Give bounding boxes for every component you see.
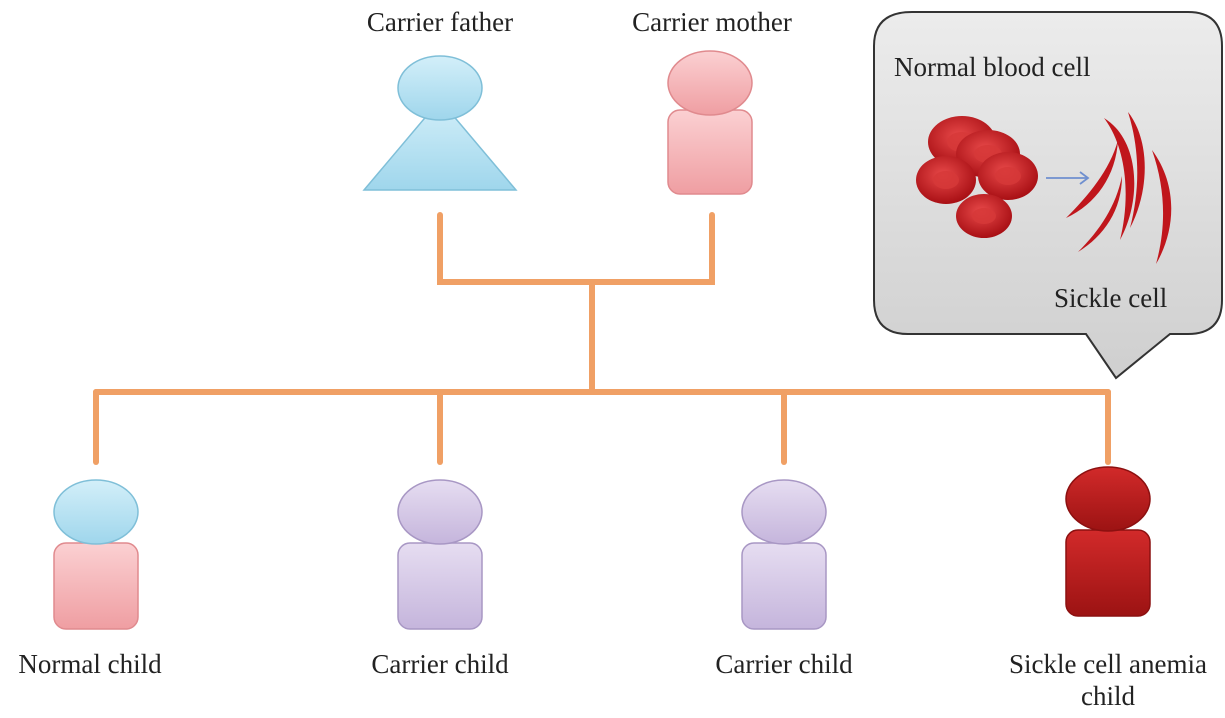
child-carrier-figure-1 [397,479,483,630]
mother-head [667,50,753,116]
child-normal-label: Normal child [18,649,162,679]
mother-figure [667,50,753,195]
child-sickle-head [1065,466,1151,532]
child-carrier-label-2: Carrier child [715,649,853,679]
child-carrier-body-1 [397,542,483,630]
child-carrier-head-2 [741,479,827,545]
child-normal-head [53,479,139,545]
normal-cells-icon [916,116,1038,238]
child-sickle-label-line2: child [1081,681,1135,711]
parent-connector [437,212,715,285]
child-carrier-figure-2 [741,479,827,630]
child-sickle-figure [1065,466,1151,617]
child-carrier-label-1: Carrier child [371,649,509,679]
callout-subtitle: Sickle cell [1054,283,1168,313]
child-carrier-head-1 [397,479,483,545]
callout-bubble [873,11,1223,380]
transform-arrow-icon [1046,171,1090,185]
father-label: Carrier father [366,7,514,37]
mother-label: Carrier mother [632,7,792,37]
father-head [397,55,483,121]
blood-cell-callout [873,11,1223,380]
child-carrier-body-2 [741,542,827,630]
callout-title: Normal blood cell [894,52,1091,82]
child-sickle-body [1065,529,1151,617]
child-normal-body [53,542,139,630]
child-normal-figure [53,479,139,630]
father-figure [362,55,518,191]
sickle-cells-icon [1066,112,1172,264]
mother-body [667,109,753,195]
father-body [362,98,518,191]
connector-lines [93,212,1111,465]
child-sickle-label-line1: Sickle cell anemia [1009,649,1207,679]
